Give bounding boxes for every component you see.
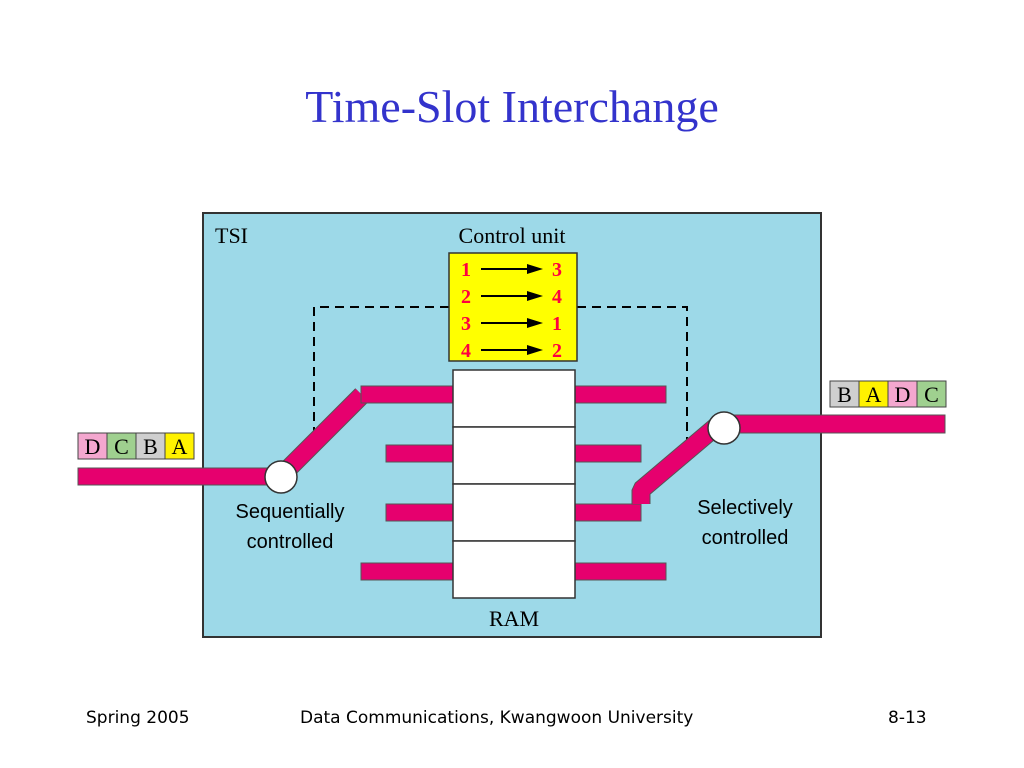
mapping-arrowhead-4 (527, 345, 543, 355)
read-line-1 (574, 385, 667, 404)
tsi-label: TSI (215, 223, 248, 248)
control-unit-label: Control unit (459, 223, 566, 248)
input-frame-cell-letter-1: D (85, 434, 101, 459)
footer-course: Data Communications, Kwangwoon Universit… (300, 708, 694, 728)
ram-slot-1 (452, 369, 576, 428)
ram-slot-3 (452, 483, 576, 542)
input-frame-cell-2 (106, 432, 137, 460)
left-switch-label-line2: controlled (247, 531, 334, 553)
slide-title: Time-Slot Interchange (305, 81, 719, 132)
read-line-4 (574, 562, 667, 581)
output-frame-cell-letter-2: A (866, 382, 882, 407)
output-frame-cell-1 (829, 380, 860, 408)
read-line-3 (574, 503, 642, 522)
mapping-to-2: 4 (552, 286, 562, 308)
input-frame-cell-letter-2: C (114, 434, 129, 459)
output-frame-cell-letter-1: B (837, 382, 852, 407)
right-switch-node (707, 411, 741, 445)
mapping-to-3: 1 (552, 313, 562, 335)
input-frame-cell-letter-4: A (172, 434, 188, 459)
right-switch-label-line1: Selectively (697, 497, 793, 519)
left-switch-arm-fill (274, 388, 369, 483)
mapping-arrowhead-2 (527, 291, 543, 301)
mapping-from-2: 2 (461, 286, 471, 308)
control-unit-box (448, 252, 578, 362)
right-switch-arm-fill (632, 417, 725, 504)
output-frame-cell-letter-3: D (895, 382, 911, 407)
footer-date: Spring 2005 (86, 708, 190, 728)
mapping-to-4: 2 (552, 340, 562, 362)
ram-slot-2 (452, 426, 576, 485)
write-line-4 (360, 562, 454, 581)
input-frame-cell-4 (164, 432, 195, 460)
output-frame-cell-3 (887, 380, 918, 408)
left-switch-label-line1: Sequentially (236, 501, 345, 523)
mapping-arrowhead-1 (527, 264, 543, 274)
input-frame-cell-letter-3: B (143, 434, 158, 459)
output-frame-cell-4 (916, 380, 947, 408)
write-line-2 (385, 444, 454, 463)
mapping-to-1: 3 (552, 259, 562, 281)
left-switch-node (264, 460, 298, 494)
footer-page-number: 8-13 (888, 708, 927, 728)
output-frame-cell-letter-4: C (924, 382, 939, 407)
input-frame-cell-3 (135, 432, 166, 460)
input-line (77, 467, 282, 486)
input-frame-cell-1 (77, 432, 108, 460)
mapping-table: 1 3 2 4 3 1 4 2 (461, 259, 562, 362)
mapping-from-1: 1 (461, 259, 471, 281)
write-line-3 (385, 503, 454, 522)
mapping-from-4: 4 (461, 340, 471, 362)
control-dashed-right (577, 306, 688, 442)
control-dashed-left (313, 306, 449, 432)
mapping-arrowhead-3 (527, 318, 543, 328)
ram-slot-4 (452, 540, 576, 599)
ram-label: RAM (489, 606, 539, 631)
read-line-2 (574, 444, 642, 463)
output-line (722, 414, 946, 434)
right-switch-label-line2: controlled (702, 527, 789, 549)
write-line-1 (360, 385, 454, 404)
mapping-from-3: 3 (461, 313, 471, 335)
